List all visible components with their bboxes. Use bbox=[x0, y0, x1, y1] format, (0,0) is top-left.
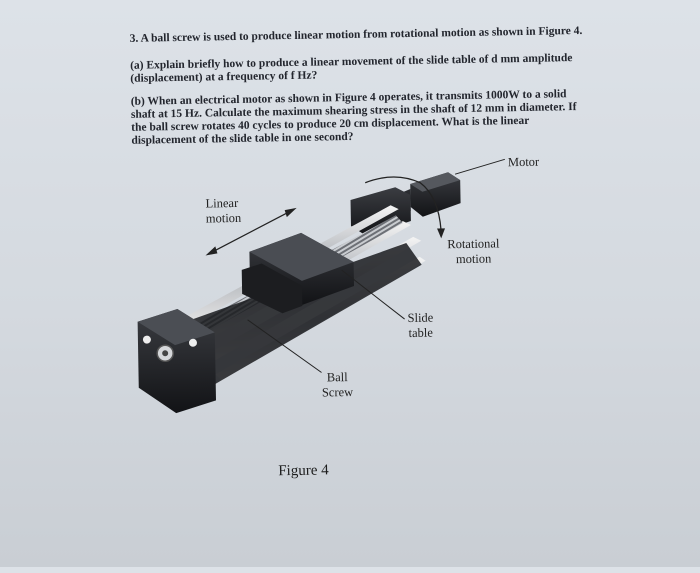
ball-screw-label: Ball Screw bbox=[321, 370, 354, 400]
rotational-motion-label: Rotational motion bbox=[447, 236, 500, 267]
ball-screw-leader-line bbox=[247, 319, 322, 373]
motor-label: Motor bbox=[507, 154, 540, 170]
near-end-block bbox=[137, 309, 216, 414]
slide-table-label: Slide table bbox=[407, 310, 434, 341]
slide-leader-line bbox=[341, 269, 405, 320]
linear-motion-label: Linear motion bbox=[205, 195, 242, 226]
rotational-motion-arrow bbox=[364, 176, 446, 239]
motor-leader-line bbox=[454, 158, 505, 175]
linear-motion-arrow bbox=[205, 207, 297, 256]
figure-caption: Figure 4 bbox=[278, 462, 329, 480]
slide-table bbox=[241, 232, 355, 314]
